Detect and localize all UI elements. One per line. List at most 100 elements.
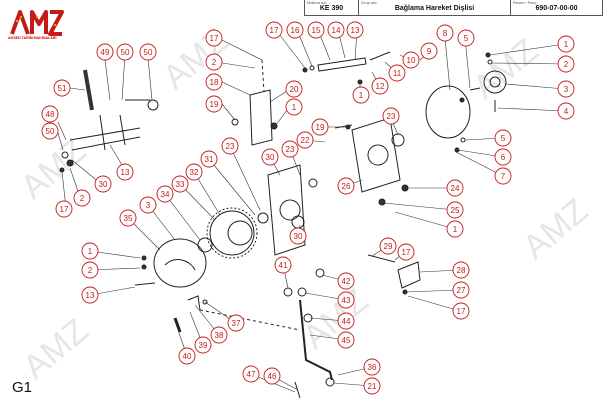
callout-circle	[363, 377, 381, 395]
callout-label: 36	[368, 363, 377, 372]
callout-circle	[382, 107, 400, 125]
callout-2: 2	[557, 55, 575, 73]
callout-circle	[281, 140, 299, 158]
washer-part	[309, 65, 315, 71]
sprocket-hub	[227, 220, 253, 246]
callout-47: 47	[242, 365, 260, 383]
pulley-part	[483, 70, 507, 94]
support-plate	[267, 164, 306, 256]
washer-part	[61, 151, 69, 159]
callout-circle	[81, 286, 99, 304]
callout-circle	[286, 21, 304, 39]
callout-circle	[263, 367, 281, 385]
callout-circle	[221, 137, 239, 155]
callout-circle	[420, 42, 438, 60]
callout-circle	[446, 179, 464, 197]
callout-label: 23	[286, 145, 295, 154]
callout-circle	[337, 291, 355, 309]
callout-label: 38	[215, 331, 224, 340]
nut-part	[270, 122, 278, 130]
callout-23: 23	[221, 137, 239, 155]
callout-5: 5	[494, 129, 512, 147]
washer-part	[487, 59, 493, 65]
callout-circle	[139, 196, 157, 214]
callout-39: 39	[194, 336, 212, 354]
callout-37: 37	[227, 314, 245, 332]
callout-38: 38	[210, 326, 228, 344]
callout-26: 26	[337, 177, 355, 195]
callout-label: 1	[88, 247, 93, 256]
callout-23: 23	[382, 107, 400, 125]
header-value-drawing: 690-07-00-00	[535, 5, 578, 12]
callout-circle	[119, 209, 137, 227]
nut-part	[378, 198, 386, 206]
header-caption: Resim / Parç	[513, 0, 536, 5]
callout-30: 30	[94, 175, 112, 193]
callout-15: 15	[307, 21, 325, 39]
callout-label: 6	[501, 153, 506, 162]
callout-circle	[205, 95, 223, 113]
callout-label: 10	[407, 56, 416, 65]
header-caption: Makina adı	[307, 0, 327, 5]
callout-14: 14	[327, 21, 345, 39]
header-caption: Grup adı	[361, 0, 377, 5]
callout-1: 1	[285, 98, 303, 116]
callout-44: 44	[337, 312, 355, 330]
callout-23: 23	[281, 140, 299, 158]
bushing-part	[315, 268, 325, 278]
callout-label: 39	[199, 341, 208, 350]
callout-label: 37	[232, 319, 241, 328]
pawl-part	[187, 295, 201, 311]
callout-label: 2	[564, 60, 569, 69]
page-label: G1	[12, 379, 33, 396]
callout-33: 33	[171, 175, 189, 193]
callout-50: 50	[41, 122, 59, 140]
callout-circle	[73, 189, 91, 207]
callout-circle	[261, 148, 279, 166]
callout-label: 8	[443, 29, 448, 38]
callout-label: 49	[101, 48, 110, 57]
callout-label: 17	[270, 26, 279, 35]
callout-circle	[210, 326, 228, 344]
callout-50: 50	[116, 43, 134, 61]
callout-circle	[96, 43, 114, 61]
bolt-part	[369, 51, 391, 61]
callout-label: 46	[268, 372, 277, 381]
washer-part	[460, 137, 466, 143]
callout-circle	[337, 312, 355, 330]
callout-36: 36	[363, 358, 381, 376]
spring-part	[173, 317, 182, 333]
callout-18: 18	[205, 73, 223, 91]
callout-label: 34	[161, 190, 170, 199]
callout-circle	[494, 129, 512, 147]
callout-21: 21	[363, 377, 381, 395]
callout-1: 1	[446, 220, 464, 238]
assembly-line	[261, 59, 265, 93]
callout-circle	[81, 261, 99, 279]
callout-41: 41	[274, 256, 292, 274]
callout-19: 19	[311, 118, 329, 136]
callout-label: 12	[376, 82, 385, 91]
callout-label: 51	[58, 84, 67, 93]
callout-40: 40	[178, 347, 196, 365]
callout-circle	[397, 243, 415, 261]
callout-circle	[227, 314, 245, 332]
drive-disc	[425, 85, 471, 139]
header-value-group: Bağlama Hareket Dişlisi	[394, 5, 475, 12]
bearing-part	[197, 237, 213, 253]
vertical-lever	[299, 299, 333, 381]
callout-circle	[55, 200, 73, 218]
callout-label: 17	[457, 307, 466, 316]
callout-34: 34	[156, 185, 174, 203]
callout-circle	[242, 365, 260, 383]
callout-label: 47	[247, 370, 256, 379]
callout-label: 30	[266, 153, 275, 162]
callout-11: 11	[388, 64, 406, 82]
callout-label: 17	[60, 205, 69, 214]
callout-label: 7	[501, 172, 506, 181]
pin-part	[283, 287, 293, 297]
callout-circle	[311, 118, 329, 136]
callout-label: 19	[316, 123, 325, 132]
callout-17: 17	[452, 302, 470, 320]
callout-circle	[200, 150, 218, 168]
